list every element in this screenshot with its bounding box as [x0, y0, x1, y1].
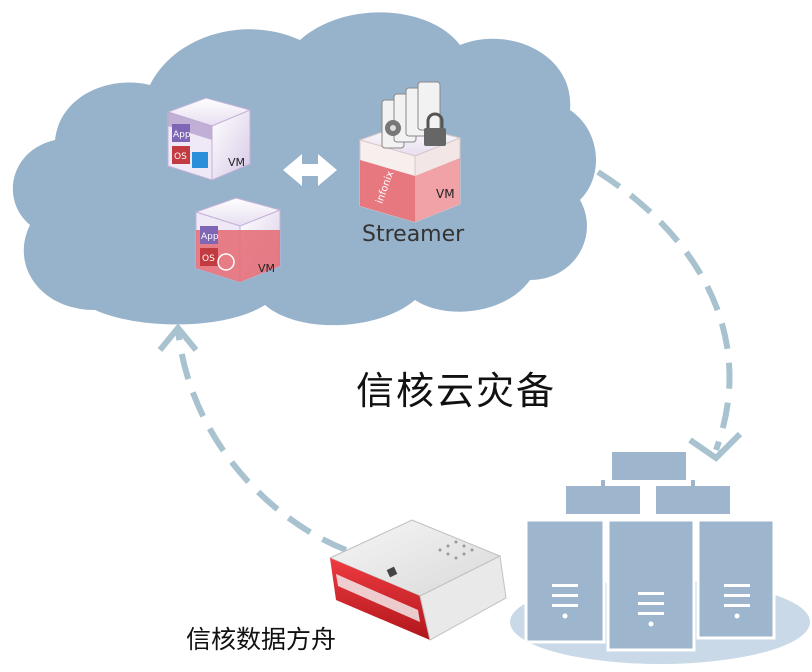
- appliance-label: 信核数据方舟: [186, 625, 337, 654]
- vm-app-tag: App: [173, 130, 191, 140]
- disk-lock-icon: [381, 81, 446, 149]
- bidirectional-arrow-icon: [283, 154, 337, 186]
- vm-os-tag-2: OS: [202, 254, 215, 264]
- vm-app-tag-2: App: [201, 232, 219, 242]
- streamer-vm-tag: VM: [436, 187, 455, 201]
- vm-cube-windows: App OS VM: [166, 97, 252, 181]
- server-cluster-icon: [510, 452, 810, 664]
- replication-arrow-to-servers: [596, 169, 743, 462]
- vm-tag: VM: [228, 156, 245, 169]
- replication-arrow-to-cloud: [157, 323, 348, 553]
- streamer-label: Streamer: [362, 222, 465, 247]
- storage-appliance-icon: [328, 519, 507, 641]
- diagram-title: 信核云灾备: [356, 369, 557, 413]
- vm-tag-2: VM: [258, 262, 275, 275]
- vm-cube-linux: App OS VM: [194, 197, 282, 283]
- vm-os-tag: OS: [174, 152, 187, 162]
